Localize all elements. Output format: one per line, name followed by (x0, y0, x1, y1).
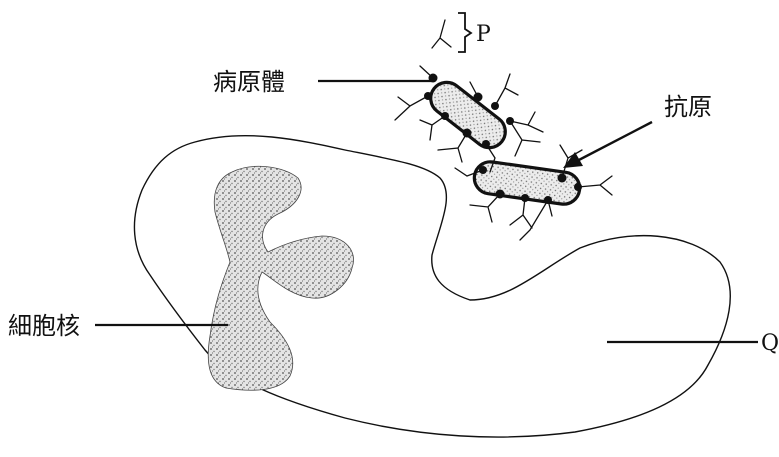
label-nucleus: 細胞核 (8, 312, 80, 340)
label-q: Q (761, 331, 779, 356)
nucleus (208, 166, 353, 390)
free-antibody-p (432, 20, 451, 48)
antigen-arrow (575, 122, 652, 162)
p-bracket (458, 13, 471, 52)
label-p: P (476, 22, 491, 47)
pathogen-upper (424, 76, 511, 154)
label-antigen: 抗原 (664, 93, 712, 121)
label-pathogen: 病原體 (213, 68, 285, 96)
